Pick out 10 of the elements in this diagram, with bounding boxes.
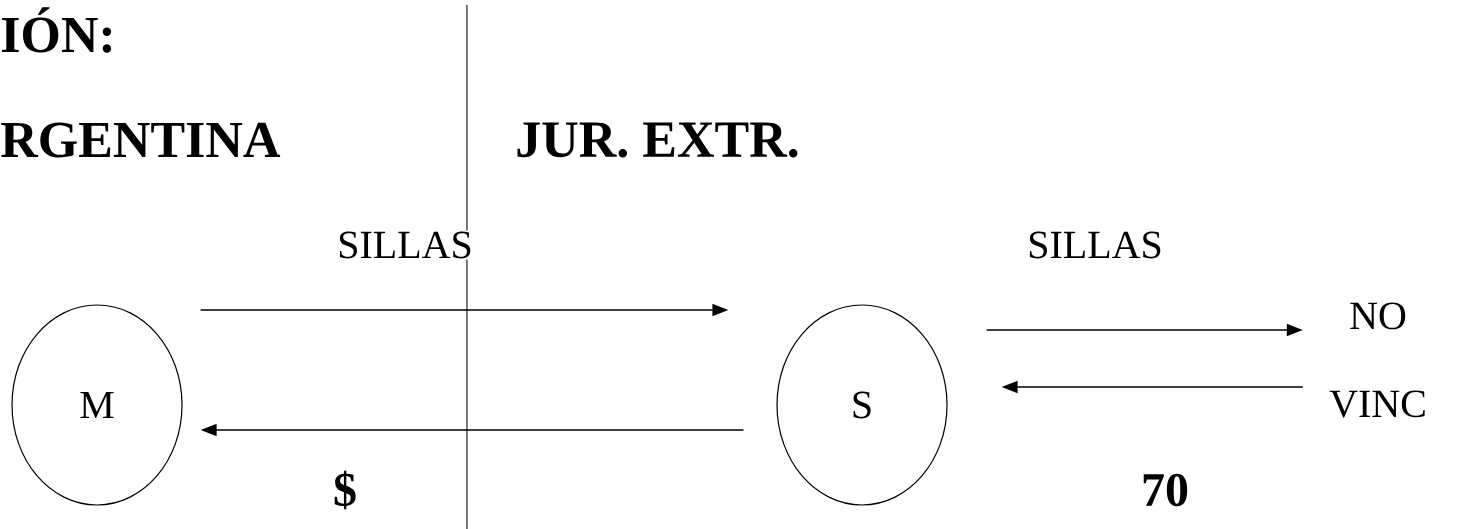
edge-label: SILLAS (336, 230, 474, 260)
circle-node: S (776, 304, 948, 506)
heading: RGENTINA (1, 122, 281, 158)
edge-label: SILLAS (1026, 230, 1164, 260)
edge-label: 70 (1140, 472, 1190, 508)
circle-node: M (11, 304, 183, 506)
heading: IÓN: (1, 7, 112, 53)
heading: JUR. EXTR. (517, 122, 798, 158)
node-text: NO VINC (1329, 302, 1425, 418)
edge-label: $ (332, 469, 358, 511)
